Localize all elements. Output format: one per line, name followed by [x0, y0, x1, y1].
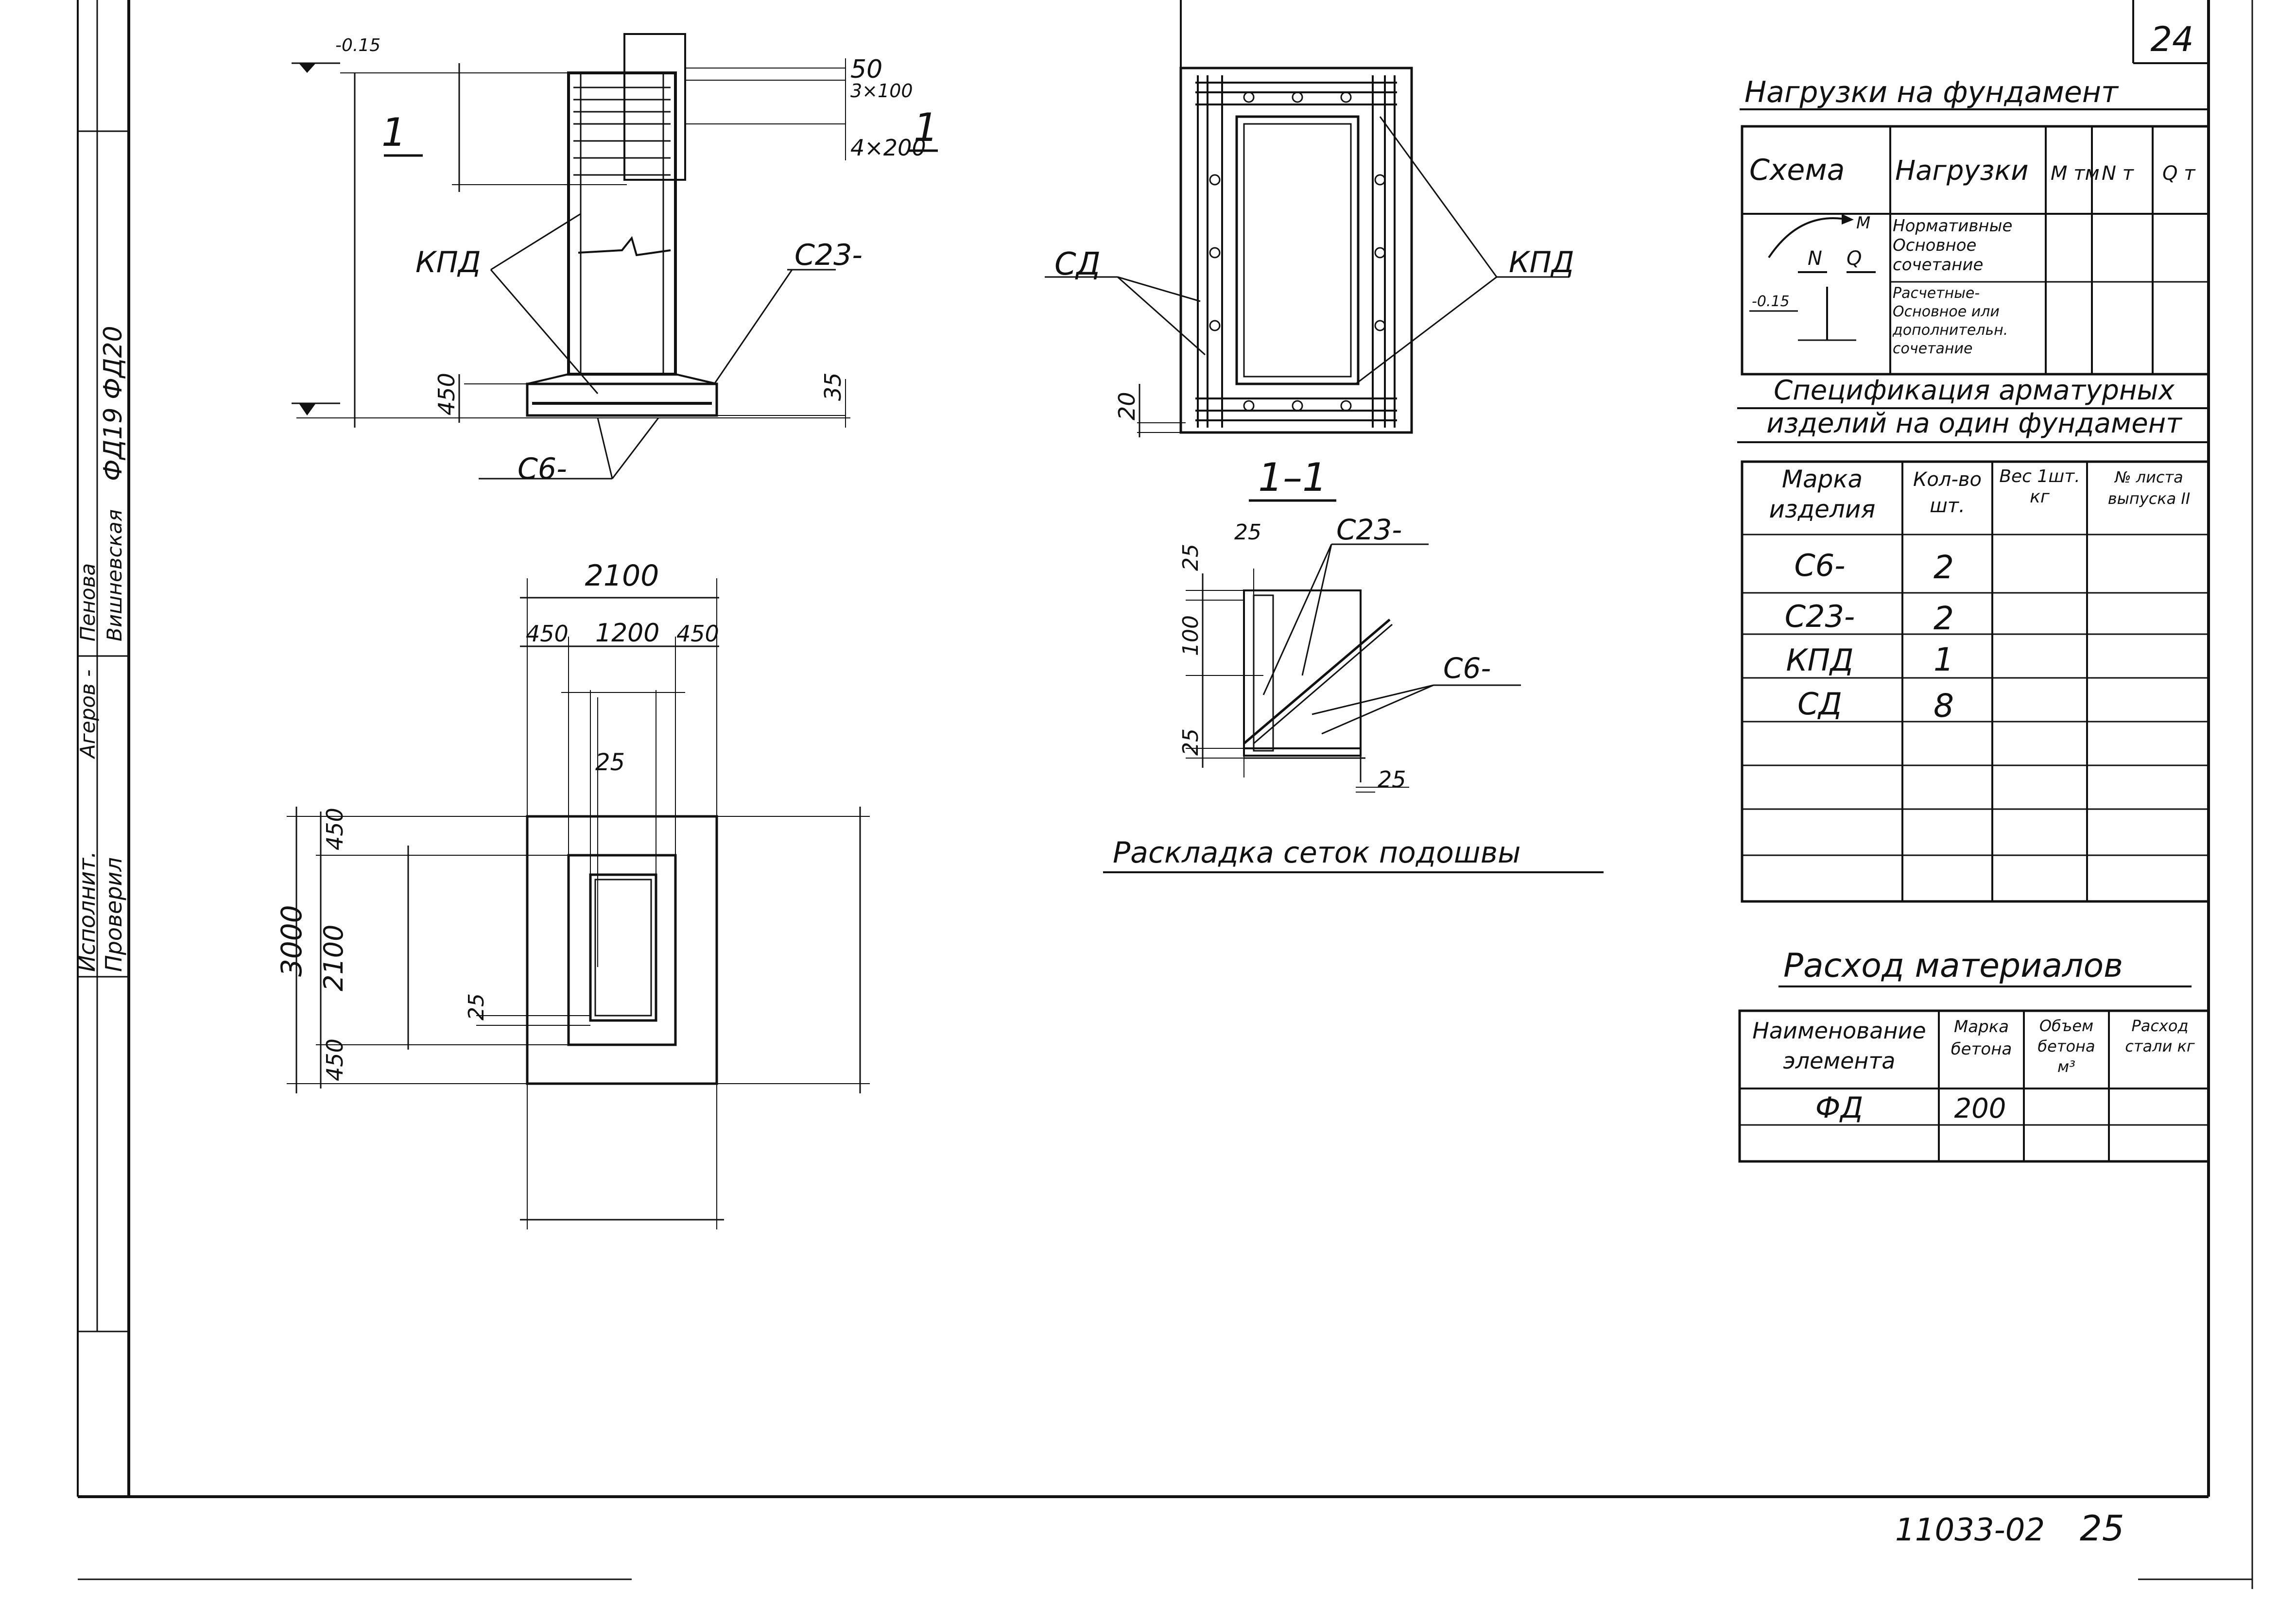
materials-row-1-grade: 200: [1954, 1093, 2006, 1124]
section-label: 1: [381, 110, 406, 155]
plan-view: [287, 578, 870, 1229]
materials-row-1-name: ФД: [1815, 1091, 1864, 1125]
dim-20: 20: [1114, 392, 1140, 420]
loads-header-q: Q т: [2162, 162, 2196, 185]
dim-25-detail-left: 25: [1178, 544, 1203, 571]
scheme-elev: -0.15: [1752, 293, 1790, 310]
doc-code: 11033-02: [1895, 1512, 2045, 1548]
c23-label-section: С23-: [794, 238, 863, 272]
scheme-q: Q: [1847, 247, 1862, 270]
section-mark: 1: [914, 105, 938, 150]
dim-1200: 1200: [595, 619, 659, 648]
dim-2100-side: 2100: [318, 925, 349, 991]
dim-35: 35: [820, 372, 846, 401]
spec-header-sheet: № листа выпуска II: [2107, 468, 2191, 508]
loads-row-design: Расчетные-Основное или дополнительн. соч…: [1893, 285, 2008, 357]
materials-table: [1738, 985, 2210, 1163]
spec-header-weight: Вес 1шт. кг: [1999, 467, 2080, 507]
loads-header-scheme: Схема: [1749, 153, 1845, 187]
spec-header-qty: Кол-во шт.: [1913, 468, 1982, 517]
page-number: 25: [2080, 1508, 2124, 1549]
spec-row-3-qty: 1: [1933, 641, 1954, 678]
spec-row-2-qty: 2: [1933, 600, 1954, 637]
dim-450-c: 450: [322, 808, 348, 850]
title-block-sign3: Вишневская: [103, 509, 126, 641]
dim-50: 50: [850, 55, 882, 84]
spec-row-4-qty: 8: [1933, 687, 1954, 725]
cd-label-mesh: СД: [1054, 246, 1101, 282]
title-block-sign2: Пенова: [76, 563, 100, 641]
materials-table-title: Расход материалов: [1783, 947, 2123, 985]
dim-25-detail-right: 25: [1378, 766, 1406, 793]
spec-row-4-mark: СД: [1797, 686, 1842, 722]
scheme-m: M: [1856, 213, 1870, 233]
materials-header-name: Наименование элемента: [1752, 1018, 1926, 1074]
dim-100: 100: [1178, 615, 1203, 656]
dim-4x200: 4×200: [850, 135, 926, 161]
loads-header-loads: Нагрузки: [1895, 155, 2029, 187]
detail-title: 1–1: [1258, 455, 1327, 500]
spec-header-mark: Марка изделия: [1769, 465, 1876, 523]
kpd-label-section: КПД: [415, 245, 481, 279]
spec-row-3-mark: КПД: [1786, 642, 1853, 678]
materials-header-volume: Объем бетона м³: [2037, 1017, 2095, 1076]
loads-header-n: N т: [2102, 162, 2135, 185]
title-block-sign1: Агеров -: [76, 670, 100, 760]
dim-25-detail-bottom: 25: [1178, 728, 1203, 756]
section-view: [292, 33, 938, 480]
loads-table-title: Нагрузки на фундамент: [1744, 75, 2119, 109]
dim-25-a: 25: [595, 749, 625, 776]
scheme-n: N: [1808, 247, 1822, 270]
dim-450-d: 450: [322, 1038, 348, 1081]
kpd-label-mesh: КПД: [1509, 245, 1574, 279]
dim-450-a: 450: [526, 621, 569, 647]
detail-caption: Раскладка сеток подошвы: [1113, 836, 1521, 870]
mesh-view: [1045, 0, 1570, 437]
dim-3x100: 3×100: [850, 80, 913, 102]
loads-header-m: M тм: [2051, 162, 2100, 185]
spec-table-title: Спецификация арматурных изделий на один …: [1766, 375, 2182, 439]
loads-row-normative: Нормативные Основное сочетание: [1893, 216, 2013, 275]
dim-25-detail-top: 25: [1234, 520, 1261, 545]
title-block: ФД19 ФД20 Исполнит. Проверил Агеров - Пе…: [74, 326, 128, 972]
dim-450-section: 450: [433, 373, 460, 415]
materials-header-grade: Марка бетона: [1951, 1017, 2012, 1059]
spec-row-2-mark: С23-: [1785, 599, 1855, 634]
dim-3000: 3000: [275, 905, 308, 977]
title-block-performed: Исполнит.: [74, 851, 100, 972]
spec-row-1-mark: С6-: [1794, 548, 1845, 583]
materials-header-steel: Расход стали кг: [2125, 1017, 2195, 1055]
dim-25-b: 25: [464, 993, 489, 1020]
loads-table: [1740, 108, 2210, 376]
spec-row-1-qty: 2: [1933, 549, 1954, 586]
title-block-marks: ФД19 ФД20: [99, 326, 128, 481]
c6-label-detail: С6-: [1443, 652, 1491, 685]
spec-table: [1737, 407, 2210, 903]
detail-view: 1–1: [1186, 455, 1521, 793]
c6-label-section: С6-: [518, 452, 567, 486]
sheet-number: 24: [2150, 19, 2193, 59]
dim-450-b: 450: [676, 621, 719, 647]
c23-label-detail: С23-: [1336, 513, 1402, 546]
title-block-checked: Проверил: [101, 857, 127, 972]
elev-label: -0.15: [335, 35, 380, 55]
dim-2100-top: 2100: [585, 559, 659, 593]
